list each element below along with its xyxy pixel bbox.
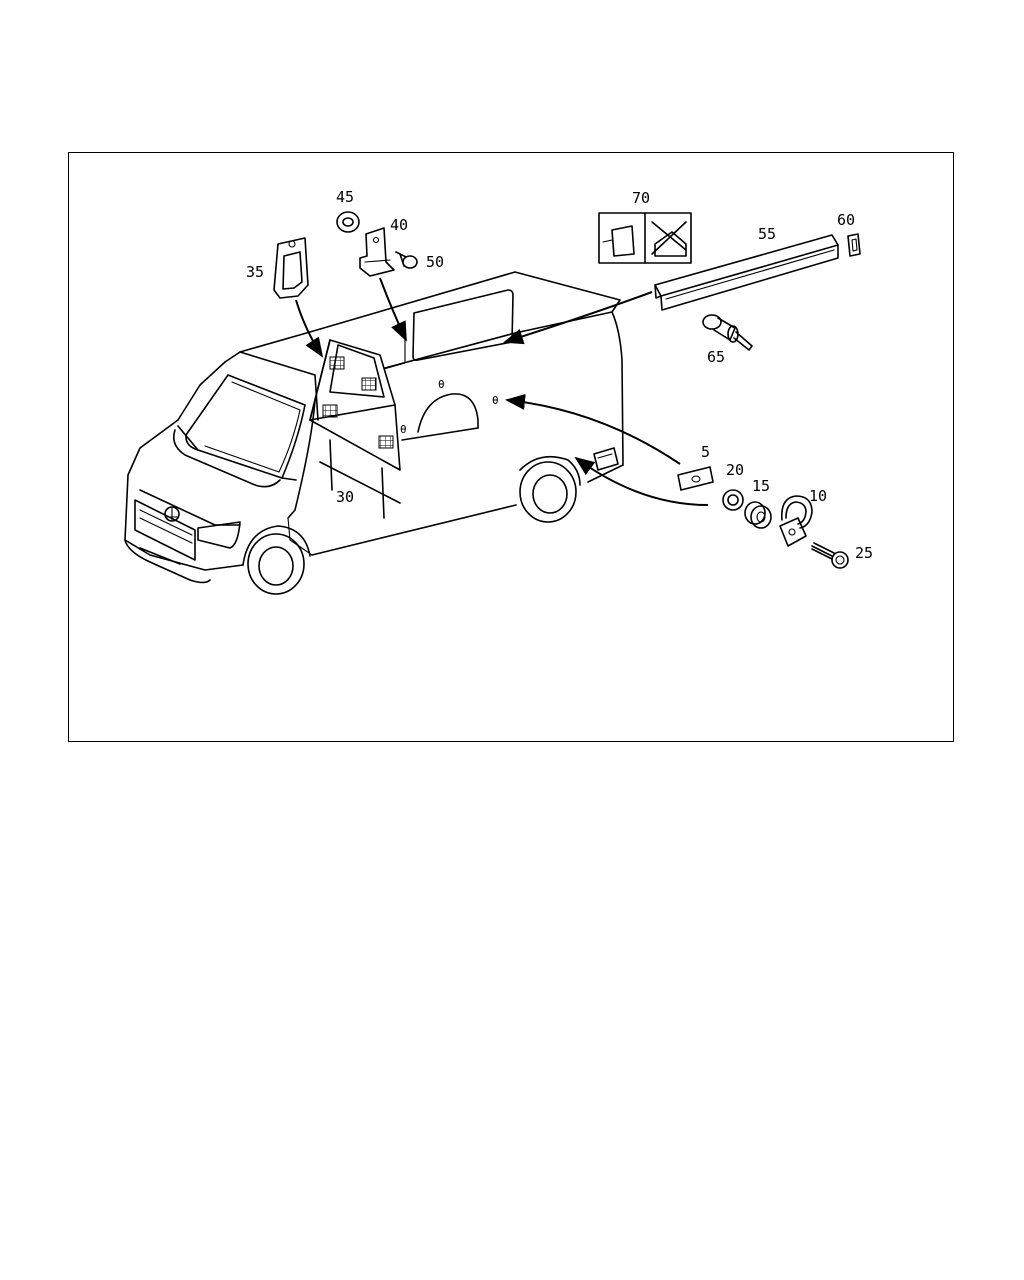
van-illustration: θ θ θ xyxy=(124,271,624,595)
part-20-washer xyxy=(722,489,744,511)
callout-15: 15 xyxy=(752,477,770,495)
callout-55: 55 xyxy=(758,225,776,243)
callout-10: 10 xyxy=(809,487,827,505)
part-70-decal xyxy=(598,212,692,264)
part-50-bolt xyxy=(395,251,418,269)
callout-35: 35 xyxy=(246,263,264,281)
part-10-tie-down-ring xyxy=(779,495,813,547)
callout-labels: 45 40 50 35 70 55 60 65 30 5 20 15 10 25 xyxy=(246,188,873,562)
callout-5: 5 xyxy=(701,443,710,461)
part-60-end-cap xyxy=(847,233,861,257)
part-5-plate xyxy=(677,466,714,491)
svg-text:θ: θ xyxy=(438,378,445,391)
part-65-fastener xyxy=(702,314,753,351)
part-55-rail xyxy=(654,234,839,311)
callout-65: 65 xyxy=(707,348,725,366)
svg-text:θ: θ xyxy=(492,394,499,407)
callout-20: 20 xyxy=(726,461,744,479)
callout-45: 45 xyxy=(336,188,354,206)
callout-70: 70 xyxy=(632,189,650,207)
part-40-bracket xyxy=(359,227,395,277)
callout-40: 40 xyxy=(390,216,408,234)
callout-25: 25 xyxy=(855,544,873,562)
callout-60: 60 xyxy=(837,211,855,229)
part-45-washer xyxy=(336,211,360,233)
part-35-bracket xyxy=(273,237,309,299)
part-25-screw xyxy=(811,542,849,569)
callout-50: 50 xyxy=(426,253,444,271)
diagram-frame xyxy=(68,152,954,742)
callout-30: 30 xyxy=(336,488,354,506)
leader-lines xyxy=(295,277,709,506)
svg-text:θ: θ xyxy=(400,423,407,436)
part-15-bushing xyxy=(744,501,772,529)
